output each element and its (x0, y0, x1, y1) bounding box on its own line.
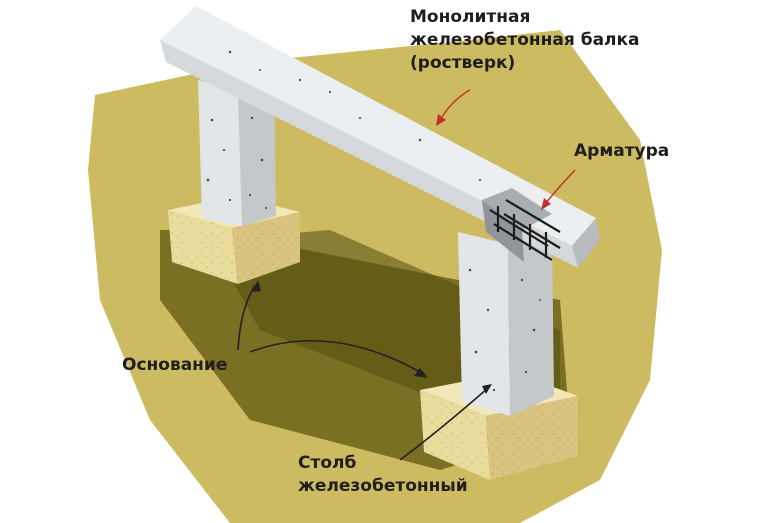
beam-label-line-3: (ростверк) (410, 53, 516, 73)
rebar-leader-arrow (541, 169, 576, 210)
base-arrow-right (249, 339, 428, 378)
base-arrow-left (237, 280, 261, 351)
pillar-label-line-2: железобетонный (298, 476, 468, 496)
beam-cutaway (482, 188, 552, 230)
beam-label: Монолитная железобетонная балка (роствер… (410, 6, 640, 75)
beam-label-line-1: Монолитная (410, 7, 531, 27)
beam-leader-arrow (436, 89, 471, 126)
rebar-cage (489, 199, 561, 261)
left-pillar (198, 80, 276, 226)
rebar-label: Арматура (574, 141, 670, 161)
pillar-leader-line (399, 384, 492, 461)
base-label: Основание (122, 355, 228, 375)
right-pillar (458, 232, 554, 416)
pillar-label-line-1: Столб (298, 453, 357, 473)
pillar-label: Столб железобетонный (298, 452, 468, 498)
concrete-beam (160, 6, 600, 268)
beam-label-line-2: железобетонная балка (410, 30, 640, 50)
